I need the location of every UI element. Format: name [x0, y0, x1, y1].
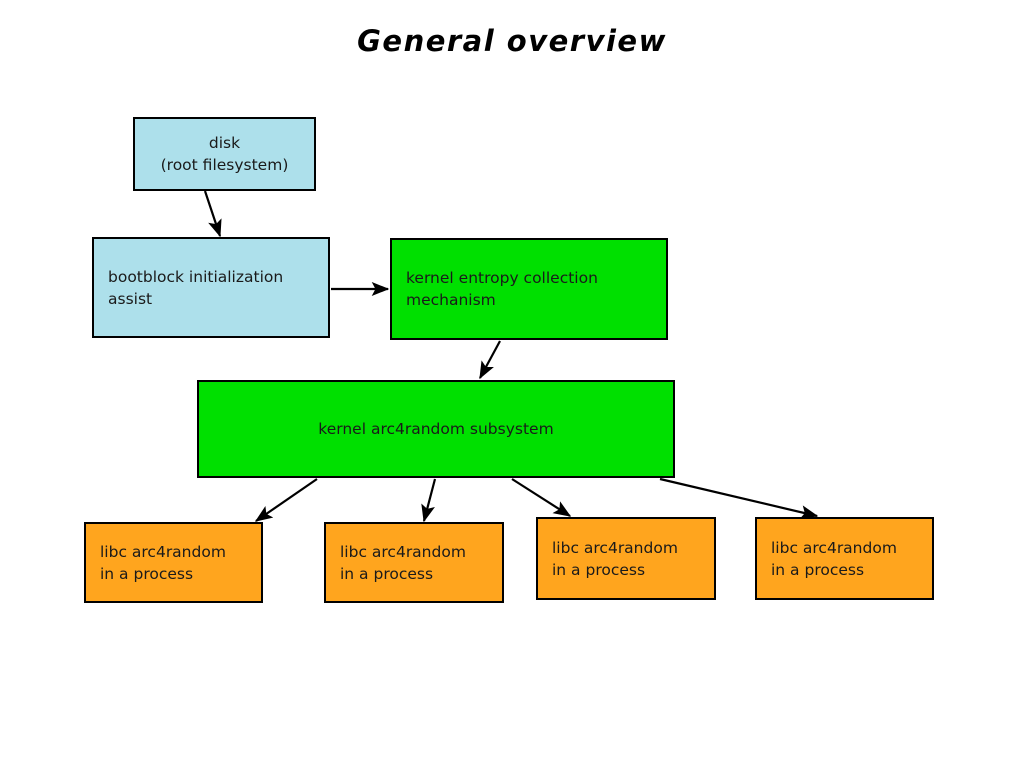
- edge-arc4random-to-libc4: [659, 477, 819, 520]
- node-libc-arc4random-process-4[interactable]: libc arc4random in a process: [755, 517, 934, 600]
- node-disk[interactable]: disk (root filesystem): [133, 117, 316, 191]
- diagram-title: General overview: [357, 24, 667, 58]
- node-libc3-label: libc arc4random in a process: [552, 538, 678, 579]
- node-kernel-entropy-collection-mechanism[interactable]: kernel entropy collection mechanism: [390, 238, 668, 340]
- node-libc2-label: libc arc4random in a process: [340, 542, 466, 583]
- edge-disk-to-bootblock: [203, 190, 222, 238]
- edge-arc4random-to-libc1: [254, 478, 318, 522]
- node-disk-label: disk (root filesystem): [160, 134, 289, 174]
- node-arc4random-label: kernel arc4random subsystem: [318, 420, 554, 438]
- node-libc4-label: libc arc4random in a process: [771, 538, 897, 579]
- node-libc-arc4random-process-3[interactable]: libc arc4random in a process: [536, 517, 716, 600]
- node-kernel-arc4random-subsystem[interactable]: kernel arc4random subsystem: [197, 380, 675, 478]
- edge-entropy-to-arc4random: [479, 340, 501, 380]
- node-bootblock-initialization-assist[interactable]: bootblock initialization assist: [92, 237, 330, 338]
- node-libc-arc4random-process-1[interactable]: libc arc4random in a process: [84, 522, 263, 603]
- node-entropy-label: kernel entropy collection mechanism: [406, 269, 598, 309]
- node-libc1-label: libc arc4random in a process: [100, 542, 226, 583]
- edge-arc4random-to-libc3: [511, 478, 572, 517]
- node-libc-arc4random-process-2[interactable]: libc arc4random in a process: [324, 522, 504, 603]
- node-bootblock-label: bootblock initialization assist: [108, 267, 284, 308]
- edge-arc4random-to-libc2: [421, 478, 437, 523]
